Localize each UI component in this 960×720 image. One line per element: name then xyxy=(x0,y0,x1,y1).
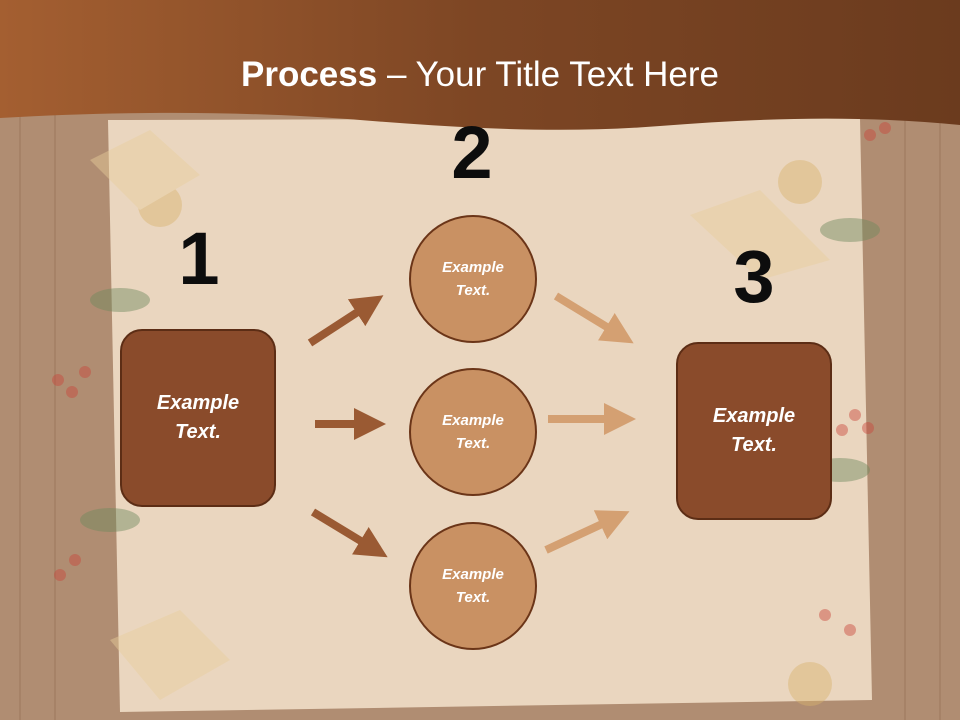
step-2-item-label: Example Text. xyxy=(442,412,504,452)
arrow-2a-to-3 xyxy=(553,292,634,344)
arrow-1-to-2a xyxy=(307,295,384,347)
step-1-box: Example Text. xyxy=(120,329,276,507)
step-number-3: 3 xyxy=(733,235,775,318)
step-2-item-label: Example Text. xyxy=(442,259,504,299)
slide-title: Process – Your Title Text Here xyxy=(0,50,960,100)
step-3-label: Example Text. xyxy=(712,405,796,456)
title-bold: Process xyxy=(241,55,378,94)
arrow-2c-to-3 xyxy=(544,510,630,554)
step-number-2: 2 xyxy=(451,111,493,194)
step-3-box: Example Text. xyxy=(676,342,832,520)
step-2-circle-bottom: Example Text. xyxy=(409,522,537,650)
arrow-1-to-2c xyxy=(310,508,388,558)
step-2-circle-middle: Example Text. xyxy=(409,368,537,496)
step-2-item-label: Example Text. xyxy=(442,566,504,606)
step-2-circle-top: Example Text. xyxy=(409,215,537,343)
step-number-1: 1 xyxy=(178,217,220,300)
step-1-label: Example Text. xyxy=(156,392,240,443)
title-rest: – Your Title Text Here xyxy=(377,55,719,94)
header-band xyxy=(0,0,960,130)
